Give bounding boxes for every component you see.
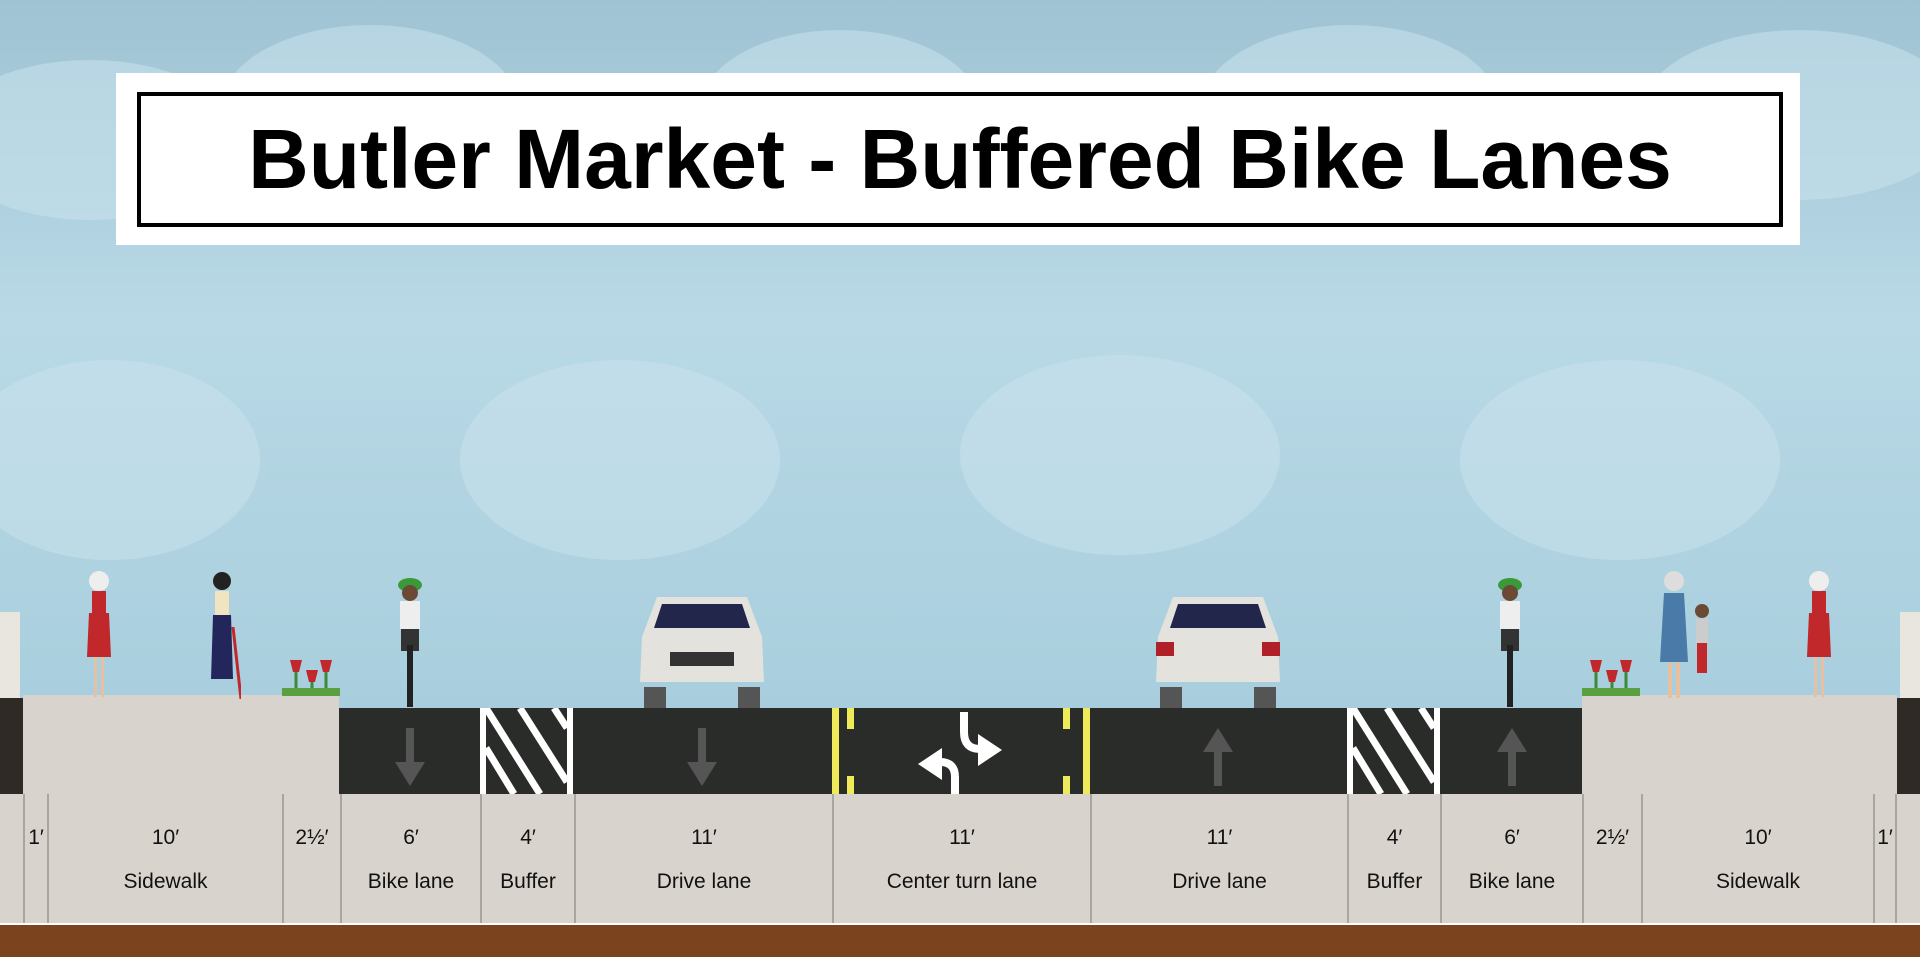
arrow-up-icon (1497, 728, 1527, 786)
segment-label[interactable]: 4′ Buffer (1347, 794, 1440, 923)
segment-label[interactable]: 6′ Bike lane (1440, 794, 1582, 923)
yellow-line (1083, 708, 1090, 794)
segment-width: 6′ (403, 826, 419, 849)
building-left-wall (0, 612, 20, 698)
arrow-down-icon (395, 728, 425, 786)
building-right (1897, 698, 1920, 794)
segment-name: Bike lane (1468, 870, 1556, 893)
buffer-hatch-right (1347, 708, 1440, 794)
divider (0, 923, 1920, 925)
cyclist (1498, 578, 1522, 707)
ground (0, 925, 1920, 957)
arrow-down-icon (687, 728, 717, 786)
segment-width: 11′ (1206, 826, 1233, 849)
pedestrian (87, 571, 111, 697)
segment-width: 11′ (949, 826, 975, 849)
yellow-dash (1063, 708, 1070, 729)
segment-label[interactable]: 2½′ (1582, 794, 1641, 923)
flower-planter (1582, 660, 1640, 696)
segment-width: 4′ (1386, 826, 1403, 849)
title-banner: Butler Market - Buffered Bike Lanes (116, 73, 1800, 245)
segment-width: 11′ (691, 826, 717, 849)
segment-name: Buffer (1366, 870, 1423, 893)
segment-width: 1′ (28, 826, 44, 849)
sidewalk-left (23, 695, 339, 794)
pedestrian (1807, 571, 1831, 697)
segment-label[interactable]: 11′ Center turn lane (832, 794, 1090, 923)
title: Butler Market - Buffered Bike Lanes (248, 112, 1672, 206)
arrow-up-icon (1203, 728, 1233, 786)
two-way-turn-arrow-icon (918, 712, 1002, 794)
car-rear (1156, 597, 1280, 708)
yellow-dash (1063, 776, 1070, 794)
segment-label[interactable]: 11′ Drive lane (1090, 794, 1347, 923)
segment-label[interactable]: 1′ (23, 794, 47, 923)
segment-name: Sidewalk (123, 870, 208, 893)
building-right-wall (1900, 612, 1920, 698)
segment-name: Buffer (500, 870, 556, 893)
segment-labels (0, 794, 1920, 923)
pedestrian-with-child (1660, 571, 1709, 698)
segment-width: 4′ (520, 826, 536, 849)
segment-label[interactable]: 1′ (1873, 794, 1897, 923)
segment-label[interactable]: 10′ Sidewalk (47, 794, 282, 923)
segment-label[interactable]: 11′ Drive lane (574, 794, 832, 923)
segment-label[interactable]: 4′ Buffer (480, 794, 574, 923)
segment-width: 2½′ (295, 826, 329, 849)
yellow-dash (847, 708, 854, 729)
segment-label[interactable]: 6′ Bike lane (340, 794, 480, 923)
pedestrian-with-cane (211, 572, 241, 700)
yellow-dash (847, 776, 854, 794)
building-left (0, 698, 23, 794)
segment-width: 6′ (1504, 826, 1520, 849)
yellow-line (832, 708, 839, 794)
cyclist (398, 578, 422, 707)
segment-label[interactable]: 10′ Sidewalk (1641, 794, 1873, 923)
segment-name: Bike lane (367, 870, 455, 893)
segment-name: Drive lane (656, 870, 752, 893)
buffer-hatch-left (480, 708, 573, 794)
flower-planter (282, 660, 340, 696)
segment-width: 2½′ (1595, 826, 1630, 849)
car-front (640, 597, 764, 708)
segment-width: 1′ (1877, 826, 1893, 849)
segment-label[interactable]: 2½′ (282, 794, 340, 923)
segment-name: Drive lane (1172, 870, 1267, 893)
segment-width: 10′ (151, 826, 180, 849)
segment-width: 10′ (1744, 826, 1772, 849)
sidewalk-right (1582, 695, 1897, 794)
segment-name: Center turn lane (886, 870, 1038, 893)
segment-name: Sidewalk (1715, 870, 1801, 893)
